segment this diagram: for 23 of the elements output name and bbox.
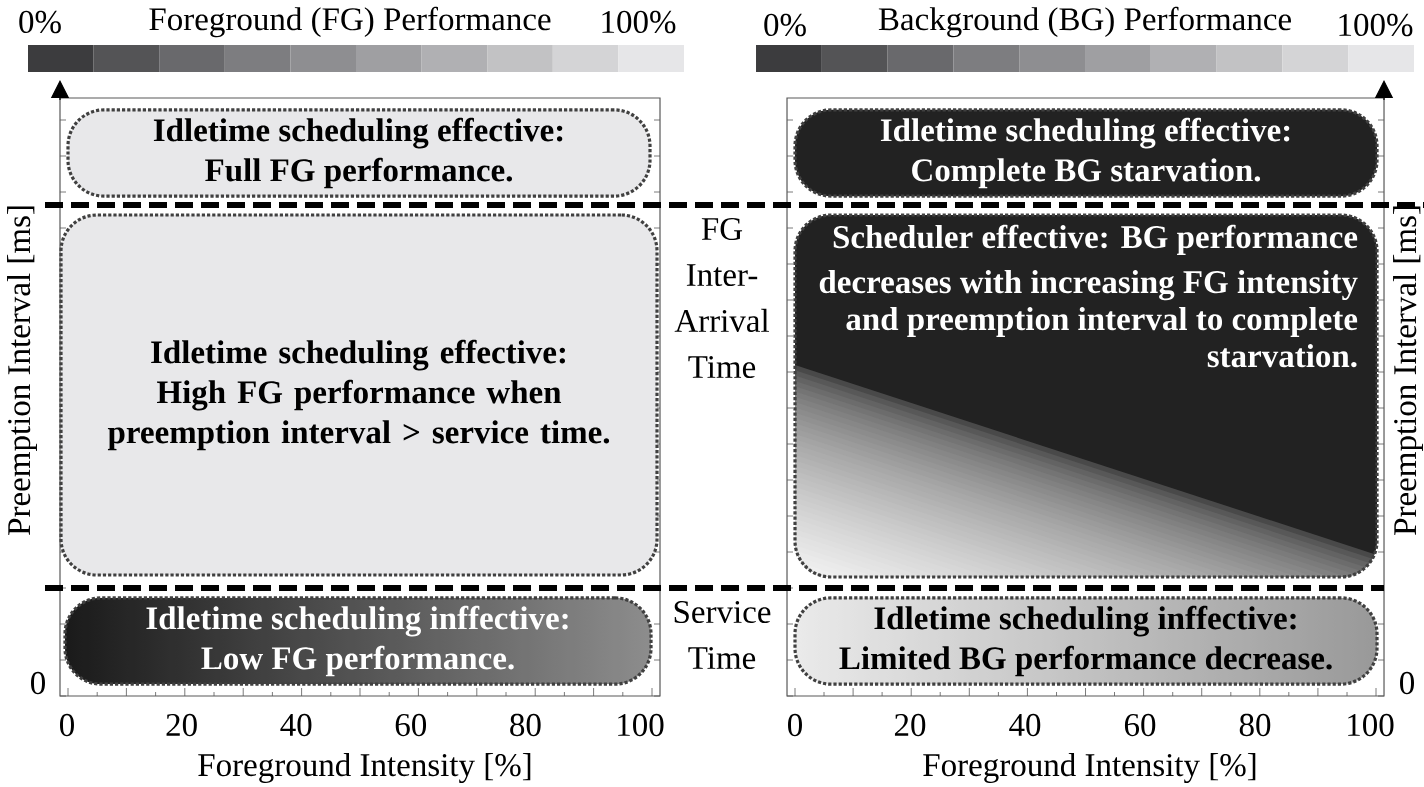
axis-title: Preemption Interval [ms] xyxy=(7,206,37,535)
scale-label: 0% xyxy=(764,13,806,37)
scale-label: 100% xyxy=(1339,13,1413,37)
tick-label: 0 xyxy=(788,713,802,737)
scale-title: Foreground (FG) Performance xyxy=(149,6,551,38)
region-box: Idletime scheduling inffective: Limited BG performance decrease. xyxy=(793,596,1379,686)
tick-label: 100 xyxy=(618,713,664,737)
region-box: Idletime scheduling effective: Full FG performance. xyxy=(66,108,652,198)
region-box: Idletime scheduling effective: High FG performance when preemption interval > service time. xyxy=(59,213,659,577)
scale-label: 100% xyxy=(602,10,676,34)
threshold-label: FG Inter-Arrival Time xyxy=(674,217,769,379)
threshold-label: Service Time xyxy=(674,600,771,670)
region-box: Idletime scheduling effective: Complete BG starvation. xyxy=(793,108,1379,198)
region-box: Scheduler effective: BG performance decreases with increasing FG intensity and preemption interval to complete starvation. xyxy=(793,213,1379,579)
tick-label: 0 xyxy=(1400,671,1414,695)
scale-label: 0% xyxy=(19,10,61,34)
scale-title: Background (BG) Performance xyxy=(878,6,1291,38)
region-box: Idletime scheduling inffective: Low FG performance. xyxy=(63,596,653,686)
tick-label: 0 xyxy=(60,713,74,737)
axis-title: Foreground Intensity [%] xyxy=(923,753,1256,783)
tick-label: 0 xyxy=(31,671,45,695)
axis-title: Foreground Intensity [%] xyxy=(198,753,531,783)
tick-label: 100 xyxy=(1348,713,1394,737)
